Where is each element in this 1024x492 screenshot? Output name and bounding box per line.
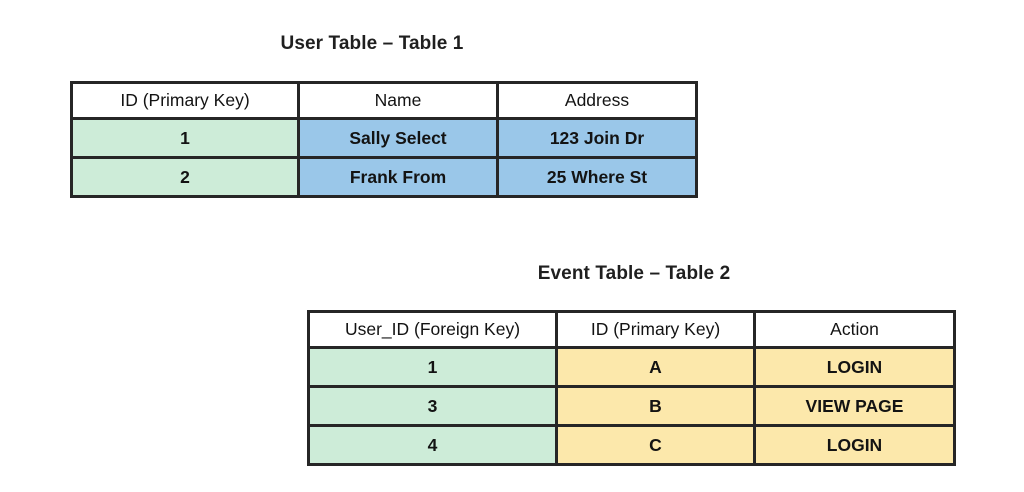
table-row: 1 Sally Select 123 Join Dr (70, 117, 698, 159)
table-header-row: User_ID (Foreign Key) ID (Primary Key) A… (307, 310, 956, 349)
user-table-cell-name: Sally Select (297, 117, 499, 159)
event-table-cell-user-id: 1 (307, 346, 558, 388)
event-table-cell-action: VIEW PAGE (753, 385, 956, 427)
user-table-title: User Table – Table 1 (280, 33, 464, 54)
user-table-cell-id: 2 (70, 156, 300, 198)
user-table-cell-address: 123 Join Dr (496, 117, 698, 159)
event-table: User_ID (Foreign Key) ID (Primary Key) A… (307, 310, 956, 466)
table-row: 3 B VIEW PAGE (307, 385, 956, 427)
event-table-header-action: Action (753, 310, 956, 349)
event-table-cell-id: B (555, 385, 756, 427)
user-table-header-name: Name (297, 81, 499, 120)
event-table-header-user-id: User_ID (Foreign Key) (307, 310, 558, 349)
event-table-title: Event Table – Table 2 (537, 263, 731, 284)
table-row: 4 C LOGIN (307, 424, 956, 466)
table-header-row: ID (Primary Key) Name Address (70, 81, 698, 120)
user-table-header-id: ID (Primary Key) (70, 81, 300, 120)
event-table-cell-id: A (555, 346, 756, 388)
event-table-cell-action: LOGIN (753, 424, 956, 466)
event-table-cell-user-id: 3 (307, 385, 558, 427)
event-table-cell-user-id: 4 (307, 424, 558, 466)
event-table-cell-action: LOGIN (753, 346, 956, 388)
user-table-cell-name: Frank From (297, 156, 499, 198)
user-table-cell-address: 25 Where St (496, 156, 698, 198)
user-table-header-address: Address (496, 81, 698, 120)
table-row: 1 A LOGIN (307, 346, 956, 388)
event-table-cell-id: C (555, 424, 756, 466)
event-table-header-id: ID (Primary Key) (555, 310, 756, 349)
table-row: 2 Frank From 25 Where St (70, 156, 698, 198)
user-table: ID (Primary Key) Name Address 1 Sally Se… (70, 81, 698, 198)
user-table-cell-id: 1 (70, 117, 300, 159)
